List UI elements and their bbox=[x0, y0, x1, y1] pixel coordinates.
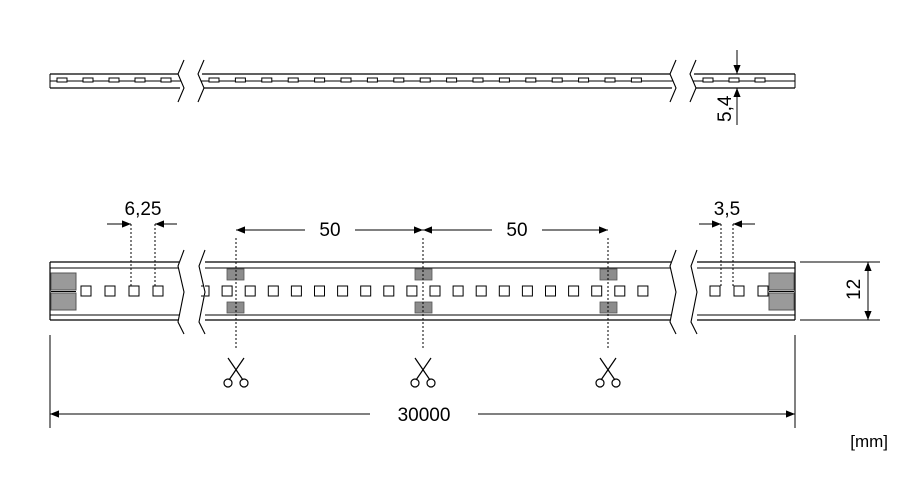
strip-width-label: 12 bbox=[844, 279, 865, 300]
led-chip bbox=[314, 285, 325, 297]
top-view: 6,25 50 50 3,5 12 bbox=[49, 199, 880, 428]
side-led-bump bbox=[702, 77, 714, 83]
left-connector bbox=[50, 272, 77, 311]
side-led-bump bbox=[261, 77, 273, 83]
led-chip bbox=[152, 285, 164, 297]
led-chip bbox=[337, 285, 349, 297]
cut-spacing-label-1: 50 bbox=[319, 220, 340, 241]
height-label: 5,4 bbox=[715, 95, 736, 122]
total-length-label: 30000 bbox=[398, 405, 451, 426]
led-chip bbox=[290, 285, 302, 297]
cut-spacing-dimension-2: 50 bbox=[423, 220, 608, 241]
led-width-dimension: 3,5 bbox=[699, 199, 755, 288]
led-chip bbox=[568, 285, 580, 297]
side-led-bump bbox=[578, 77, 590, 83]
side-led-bump bbox=[498, 77, 510, 83]
led-chip bbox=[475, 285, 487, 297]
side-led-bump bbox=[525, 77, 537, 83]
led-chip bbox=[128, 285, 140, 297]
led-chip bbox=[591, 285, 603, 297]
led-chip bbox=[733, 285, 745, 297]
side-led-bump bbox=[234, 77, 246, 83]
side-break-left bbox=[177, 59, 205, 104]
solder-pads bbox=[226, 268, 618, 314]
led-chip bbox=[267, 285, 279, 297]
side-led-bump bbox=[208, 77, 220, 83]
side-led-bump bbox=[551, 77, 563, 83]
led-pitch-dimension: 6,25 bbox=[107, 199, 177, 288]
led-chip bbox=[521, 285, 533, 297]
side-led-bump bbox=[472, 77, 484, 83]
side-led-bump bbox=[604, 77, 616, 83]
unit-label: [mm] bbox=[850, 432, 888, 451]
side-led-bump bbox=[754, 77, 766, 83]
scissors-icon bbox=[410, 357, 436, 388]
led-chip bbox=[104, 285, 116, 297]
led-chip bbox=[709, 285, 721, 297]
led-chip bbox=[406, 285, 418, 297]
total-length-dimension: 30000 bbox=[49, 335, 796, 428]
led-chip bbox=[244, 285, 256, 297]
side-led-bump bbox=[160, 77, 172, 83]
scissors-icon bbox=[223, 357, 249, 388]
side-led-bump bbox=[728, 77, 740, 83]
right-connector bbox=[768, 272, 795, 311]
led-chip bbox=[80, 285, 92, 297]
led-chip bbox=[452, 285, 464, 297]
side-led-bump bbox=[108, 77, 120, 83]
side-led-bump bbox=[366, 77, 378, 83]
side-led-bump bbox=[56, 77, 68, 83]
side-led-bump bbox=[630, 77, 642, 83]
led-chip bbox=[757, 285, 769, 297]
side-led-bumps bbox=[56, 77, 766, 83]
side-led-bump bbox=[82, 77, 94, 83]
led-chip bbox=[360, 285, 372, 297]
led-chip bbox=[498, 285, 510, 297]
side-led-bump bbox=[419, 77, 431, 83]
led-chips bbox=[80, 285, 769, 297]
led-chip bbox=[383, 285, 395, 297]
side-led-bump bbox=[287, 77, 299, 83]
led-chip bbox=[545, 285, 556, 297]
side-led-bump bbox=[314, 77, 326, 83]
side-led-bump bbox=[134, 77, 146, 83]
height-dimension: 5,4 bbox=[715, 50, 741, 125]
led-chip bbox=[221, 285, 233, 297]
strip-width-dimension: 12 bbox=[800, 261, 880, 321]
led-chip bbox=[614, 285, 626, 297]
top-break-right bbox=[669, 249, 698, 335]
led-width-label: 3,5 bbox=[714, 199, 740, 220]
side-led-bump bbox=[340, 77, 352, 83]
cut-spacing-dimension-1: 50 bbox=[236, 220, 423, 241]
top-break-left bbox=[177, 249, 206, 335]
led-chip bbox=[429, 285, 441, 297]
side-led-bump bbox=[446, 77, 458, 83]
side-led-bump bbox=[393, 77, 405, 83]
scissors-icon bbox=[595, 357, 621, 388]
led-chip bbox=[637, 285, 649, 297]
cut-spacing-label-2: 50 bbox=[506, 220, 527, 241]
side-break-right bbox=[669, 59, 697, 104]
side-view: 5,4 bbox=[49, 50, 796, 125]
led-pitch-label: 6,25 bbox=[125, 199, 162, 220]
